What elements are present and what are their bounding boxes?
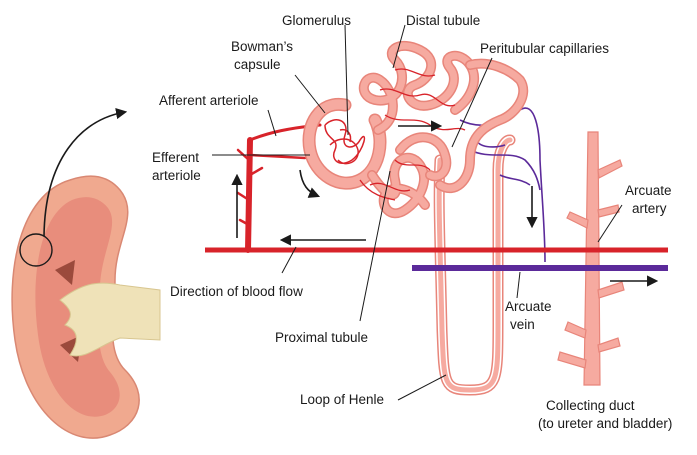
label-arcuate-vein-1: Arcuate [505, 299, 552, 314]
label-loop-of-henle: Loop of Henle [300, 392, 384, 407]
label-efferent-arteriole-2: arteriole [152, 168, 201, 183]
distal-tubule [360, 42, 478, 134]
label-direction-of-blood-flow: Direction of blood flow [170, 284, 303, 299]
leader-lines [212, 24, 623, 401]
label-arcuate-artery-2: artery [632, 201, 667, 216]
kidney-cross-section [11, 175, 161, 439]
collecting-duct [557, 131, 625, 386]
zoom-circle [19, 233, 53, 267]
label-bowmans-capsule-2: capsule [234, 57, 281, 72]
bowmans-capsule [302, 97, 387, 190]
label-peritubular-capillaries: Peritubular capillaries [480, 41, 609, 56]
peritubular-capillaries-arterial [359, 68, 466, 201]
label-glomerulus: Glomerulus [282, 13, 351, 28]
label-proximal-tubule: Proximal tubule [275, 330, 368, 345]
label-arcuate-vein-2: vein [510, 317, 535, 332]
glomerulus [324, 119, 366, 165]
label-afferent-arteriole: Afferent arteriole [159, 93, 259, 108]
efferent-flow-arrow [299, 169, 321, 198]
loop-of-henle [436, 137, 513, 393]
label-collecting-duct-2: (to ureter and bladder) [538, 416, 672, 431]
label-distal-tubule: Distal tubule [406, 13, 480, 28]
label-arcuate-artery-1: Arcuate [625, 183, 672, 198]
label-collecting-duct-1: Collecting duct [546, 398, 635, 413]
label-bowmans-capsule-1: Bowman’s [231, 39, 293, 54]
label-efferent-arteriole-1: Efferent [152, 150, 199, 165]
zoom-arrow [43, 108, 128, 237]
